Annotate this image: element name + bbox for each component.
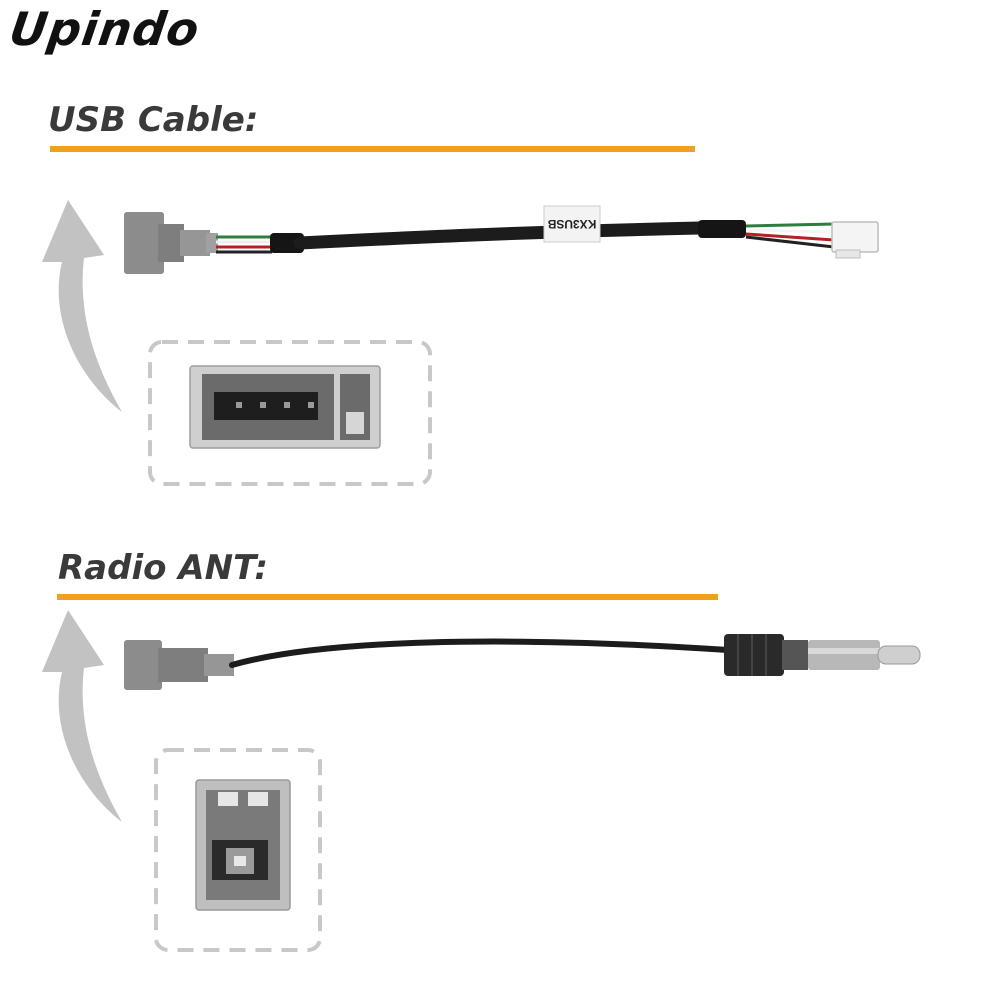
ant-connector-face-icon: [195, 779, 291, 911]
usb-right-wires: [745, 222, 835, 249]
cable-label-tag: KX3USB: [547, 217, 597, 231]
usb-left-wires: [216, 235, 272, 254]
usb-section-title: USB Cable:: [48, 100, 259, 140]
ant-cable: [229, 638, 731, 668]
usb-main-cable: [270, 205, 746, 253]
usb-title-underline: [50, 146, 695, 152]
ant-title-underline: [57, 594, 718, 600]
usb-curved-arrow-icon: [42, 200, 122, 412]
ant-curved-arrow-icon: [42, 610, 122, 822]
antenna-plug-icon: [724, 634, 921, 676]
usb-small-white-connector-icon: [831, 221, 879, 259]
ant-head-connector-icon: [124, 640, 234, 690]
usb-head-connector-icon: [124, 212, 218, 274]
usb-connector-face-icon: [189, 365, 381, 449]
ant-section-title: Radio ANT:: [58, 548, 269, 588]
ant-connector-face-frame: [154, 748, 322, 952]
